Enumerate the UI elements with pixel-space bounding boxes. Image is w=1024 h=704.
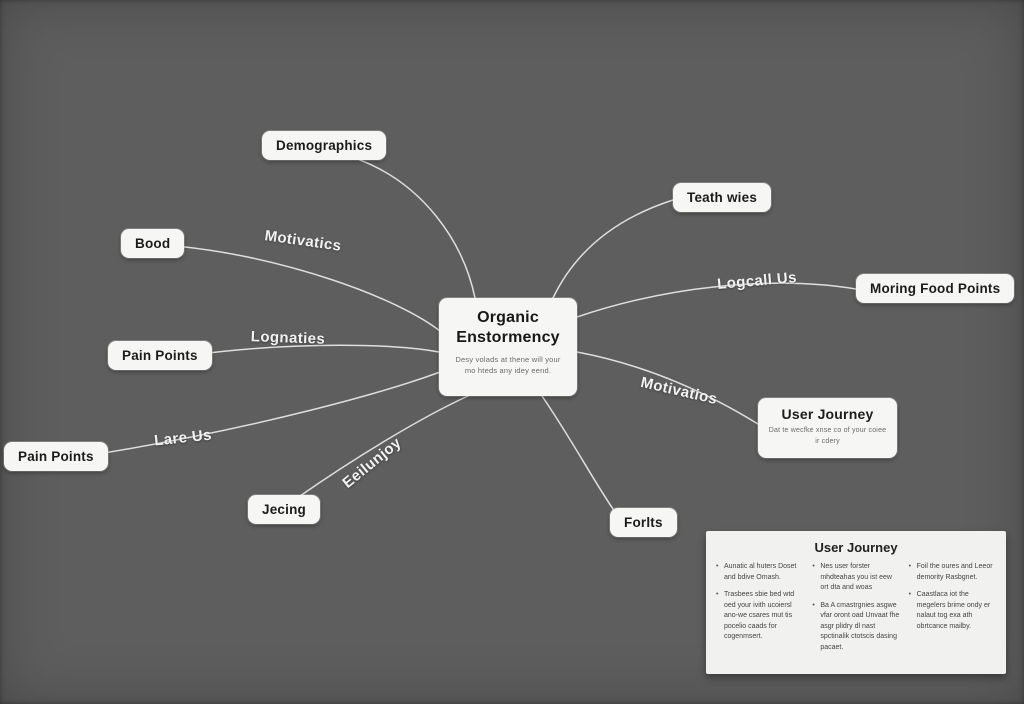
node-bood[interactable]: Bood — [121, 229, 185, 258]
edge-logcall-us — [576, 282, 857, 318]
node-label: Bood — [135, 236, 171, 251]
node-moring-food-points[interactable]: Moring Food Points — [856, 274, 1015, 303]
node-teath-wies[interactable]: Teath wies — [673, 183, 772, 212]
panel-bullet: Trasbees sbie bed wtd oed your ivith uco… — [716, 590, 803, 643]
edge-demographics — [359, 159, 476, 299]
panel-columns: Aunatic al huters Doset and bdive Omash.… — [716, 562, 996, 660]
panel-bullet: Foil the oures and Leeor demority Rasbgn… — [909, 562, 996, 583]
node-pain-points-upper[interactable]: Pain Points — [108, 341, 212, 370]
node-subtext: Desy volads at thene will your mo hteds … — [455, 355, 561, 375]
edge-motivatios — [576, 351, 759, 425]
edge-pain-points-upper — [191, 344, 440, 356]
node-label: Jecing — [262, 502, 306, 517]
user-journey-panel[interactable]: User Journey Aunatic al huters Doset and… — [706, 531, 1006, 674]
panel-column-3: Foil the oures and Leeor demority Rasbgn… — [909, 562, 996, 660]
node-forlts[interactable]: Forlts — [610, 508, 677, 537]
node-title: User Journey — [781, 406, 874, 422]
node-label: Demographics — [276, 138, 373, 153]
panel-bullet: Caastlaca iot the megelers brime ondy er… — [909, 590, 996, 632]
node-organic-enstormency[interactable]: Organic Enstormency Desy volads at thene… — [439, 298, 577, 396]
node-jecing[interactable]: Jecing — [248, 495, 320, 524]
node-label: Pain Points — [122, 348, 198, 363]
node-pain-points-lower[interactable]: Pain Points — [4, 442, 108, 471]
edge-forlts — [541, 395, 614, 510]
node-label: Moring Food Points — [870, 281, 1001, 296]
panel-column-2: Nes user forster mhdteahas you ist eew o… — [812, 562, 899, 660]
edge-pain-points-lower — [91, 371, 441, 456]
node-demographics[interactable]: Demographics — [262, 131, 387, 160]
edge-bood — [175, 245, 441, 332]
node-label: Pain Points — [18, 449, 94, 464]
panel-column-1: Aunatic al huters Doset and bdive Omash.… — [716, 562, 803, 660]
panel-bullet: Nes user forster mhdteahas you ist eew o… — [812, 562, 899, 594]
node-label: Forlts — [624, 515, 663, 530]
panel-bullet: Ba A cmastrgnies asgwe vfar oront oad Un… — [812, 601, 899, 654]
edge-jecing — [299, 395, 469, 497]
panel-bullet: Aunatic al huters Doset and bdive Omash. — [716, 562, 803, 583]
panel-title: User Journey — [814, 540, 898, 555]
edge-teath-wies — [552, 199, 674, 299]
node-user-journey[interactable]: User Journey Dat te wecfke xnse co of yo… — [758, 398, 897, 458]
node-subtext: Dat te wecfke xnse co of your coiee ir c… — [768, 427, 887, 445]
node-title: Organic Enstormency — [456, 309, 560, 346]
node-label: Teath wies — [687, 190, 758, 205]
edge-label-lognaties[interactable]: Lognaties — [250, 328, 326, 348]
